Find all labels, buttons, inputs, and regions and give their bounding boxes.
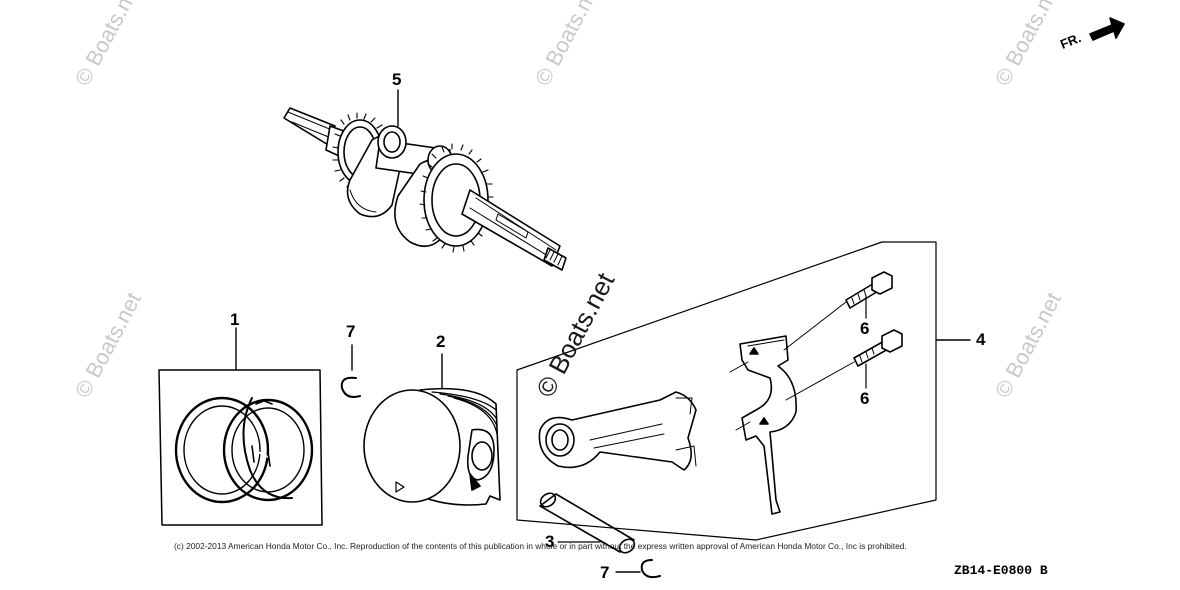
callout-piston-pin[interactable]: 3 [545, 532, 555, 551]
diagram-code: ZB14-E0800 B [954, 563, 1048, 578]
callout-rod-bolt-lower[interactable]: 6 [860, 389, 870, 408]
piston-pin-clip [340, 344, 361, 398]
crankshaft [283, 89, 567, 271]
connecting-rod-bolt-lower [853, 329, 903, 389]
piston-pin-clip-bottom [615, 559, 661, 579]
callout-piston[interactable]: 2 [436, 332, 446, 351]
connecting-rod-bolt-upper [845, 271, 893, 319]
callout-connecting-rod[interactable]: 4 [976, 330, 986, 349]
piston [363, 353, 501, 506]
callout-crankshaft[interactable]: 5 [392, 70, 402, 89]
callout-pin-clip-bottom[interactable]: 7 [600, 563, 610, 582]
piston-ring-set [158, 327, 323, 526]
callout-piston-ring-set[interactable]: 1 [230, 310, 240, 329]
connecting-rod-assembly [516, 241, 971, 541]
copyright-notice: (c) 2002-2013 American Honda Motor Co., … [174, 541, 907, 551]
callout-pin-clip-left[interactable]: 7 [346, 322, 356, 341]
front-direction-arrow-icon [1089, 17, 1125, 41]
callout-rod-bolt-upper[interactable]: 6 [860, 319, 870, 338]
piston-pin [539, 492, 636, 554]
